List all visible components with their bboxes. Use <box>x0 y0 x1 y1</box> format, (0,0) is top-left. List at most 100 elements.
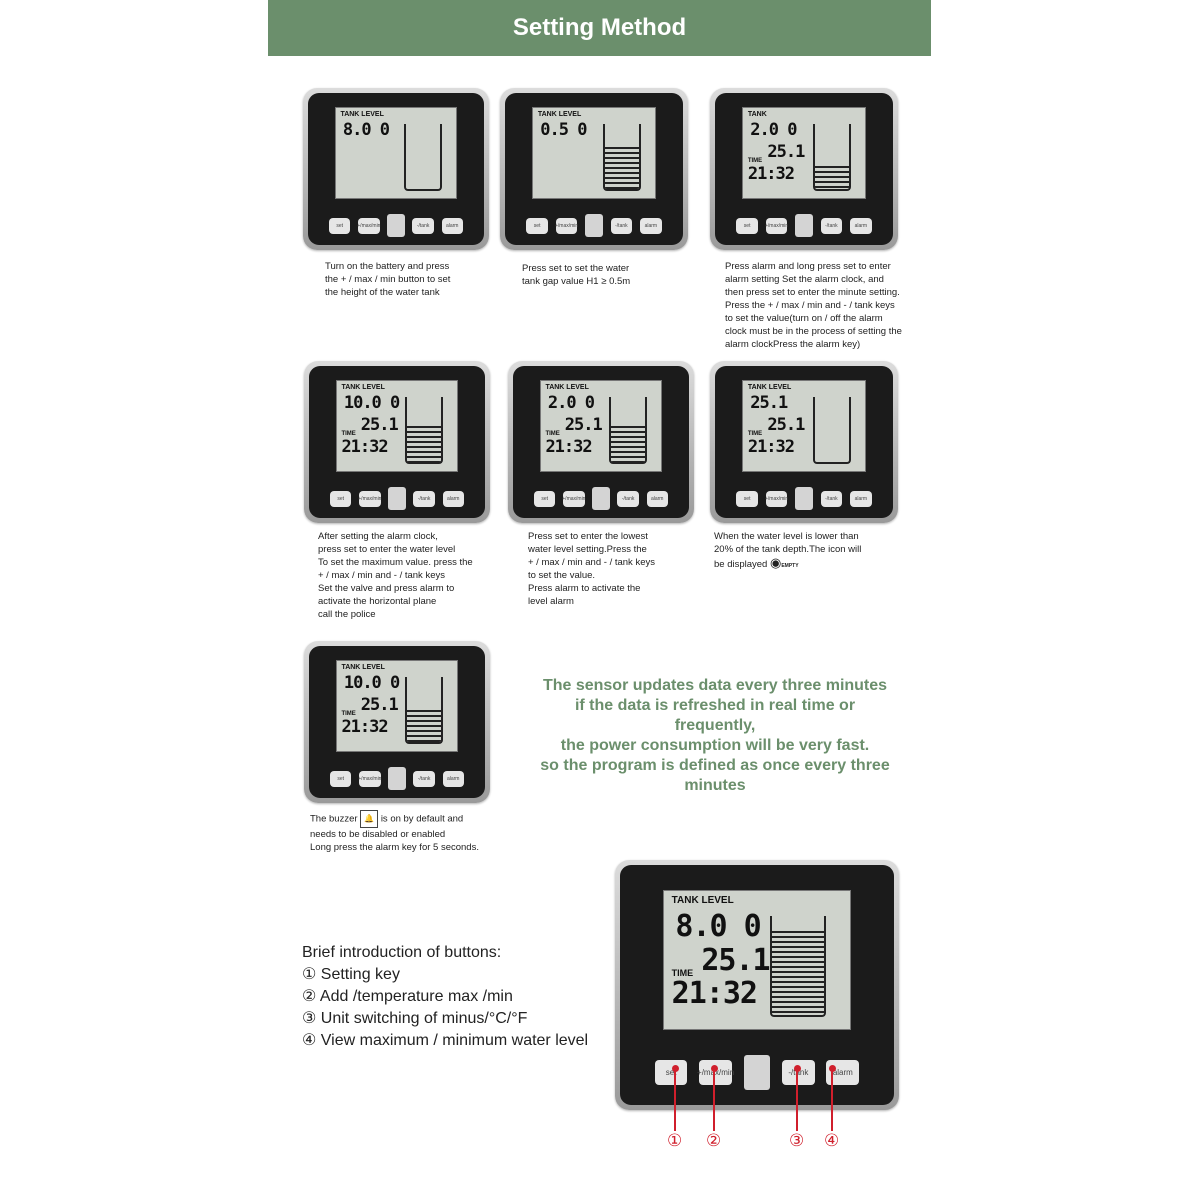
lcd-row-3: 21:32 <box>545 436 592 457</box>
caption-line: water level setting.Press the <box>528 544 647 555</box>
set-button[interactable]: set <box>654 1060 688 1085</box>
maxmin-button[interactable]: +/max/min <box>555 217 578 234</box>
maxmin-button[interactable]: +/max/min <box>562 490 585 507</box>
tank-button[interactable]: -/tank <box>413 770 435 787</box>
notice-line: minutes <box>684 777 746 794</box>
lcd-row-1: 10.0 0 <box>343 673 400 694</box>
page-header: Setting Method <box>268 0 931 56</box>
caption-line: press set to enter the water level <box>318 544 456 555</box>
lcd-row-3: 21:32 <box>747 436 795 457</box>
lcd-row-2: 25.1 <box>701 943 770 979</box>
set-button[interactable]: set <box>330 490 352 507</box>
caption-line: Press set to enter the lowest <box>528 531 648 542</box>
set-button[interactable]: set <box>329 217 351 234</box>
time-label: TIME <box>671 968 694 978</box>
bell-icon: 🔔 <box>360 810 379 828</box>
tank-button[interactable]: -/tank <box>610 217 633 234</box>
center-button[interactable] <box>743 1055 771 1090</box>
alarm-button[interactable]: alarm <box>640 217 662 234</box>
alarm-button[interactable]: alarm <box>441 217 463 234</box>
tank-button[interactable]: -/tank <box>782 1060 815 1085</box>
tank-button[interactable]: -/tank <box>820 490 843 507</box>
center-button[interactable] <box>592 487 610 511</box>
set-button[interactable]: set <box>526 217 548 234</box>
lcd-row-1: 10.0 0 <box>343 393 400 414</box>
set-button[interactable]: set <box>534 490 556 507</box>
caption-line: Long press the alarm key for 5 seconds. <box>310 842 479 853</box>
caption-4: After setting the alarm clock, press set … <box>318 530 508 621</box>
alarm-button[interactable]: alarm <box>646 490 668 507</box>
page-title: Setting Method <box>512 14 687 41</box>
lcd-row-1: 25.1 <box>750 393 788 414</box>
water-level <box>407 426 442 462</box>
notice-line: frequently, <box>674 717 756 734</box>
caption-5: Press set to enter the lowest water level… <box>528 530 708 608</box>
water-level <box>611 426 646 462</box>
maxmin-button[interactable]: +/max/min <box>357 217 380 234</box>
lcd-row-1: 8.0 0 <box>342 120 390 141</box>
set-button[interactable]: set <box>736 217 758 234</box>
caption-line: call the police <box>318 609 376 620</box>
tank-button[interactable]: -/tank <box>820 217 843 234</box>
lcd-row-3: 21:32 <box>341 436 388 457</box>
center-button[interactable] <box>795 487 813 511</box>
notice-line: if the data is refreshed in real time or <box>574 697 856 714</box>
lcd-row-3: 21:32 <box>671 976 758 1012</box>
set-button[interactable]: set <box>330 770 352 787</box>
lcd-row-2: 25.1 <box>767 415 805 436</box>
center-button[interactable] <box>795 214 813 238</box>
lcd-row-1: 2.0 0 <box>547 393 595 414</box>
caption-line: tank gap value H1 ≥ 0.5m <box>522 276 631 287</box>
time-label: TIME <box>747 158 763 165</box>
tank-button[interactable]: -/tank <box>617 490 639 507</box>
lcd-label: TANK LEVEL <box>671 895 734 907</box>
maxmin-button[interactable]: +/max/min <box>697 1060 734 1085</box>
caption-line: be displayed <box>714 559 768 571</box>
tank-icon <box>769 915 826 1017</box>
lcd-row-2: 25.1 <box>360 695 399 716</box>
center-button[interactable] <box>387 214 405 238</box>
maxmin-button[interactable]: +/max/min <box>358 770 381 787</box>
center-button[interactable] <box>585 214 603 238</box>
lcd-label: TANK LEVEL <box>341 384 385 392</box>
time-label: TIME <box>747 431 763 438</box>
intro-title: Brief introduction of buttons: <box>302 944 502 961</box>
alarm-button[interactable]: alarm <box>442 490 464 507</box>
maxmin-button[interactable]: +/max/min <box>765 490 788 507</box>
tank-button[interactable]: -/tank <box>412 217 434 234</box>
lcd-label: TANK LEVEL <box>537 111 582 119</box>
lcd-row-3: 21:32 <box>341 716 388 737</box>
tank-icon <box>602 124 641 191</box>
alarm-button[interactable]: alarm <box>850 217 872 234</box>
lcd-row-2: 25.1 <box>767 142 805 163</box>
alarm-button[interactable]: alarm <box>850 490 872 507</box>
caption-line: After setting the alarm clock, <box>318 531 438 542</box>
set-button[interactable]: set <box>736 490 758 507</box>
intro-item: ③ Unit switching of minus/°C/°F <box>302 1010 528 1027</box>
center-button[interactable] <box>388 487 406 511</box>
tank-button[interactable]: -/tank <box>413 490 435 507</box>
lcd-row-3: 21:32 <box>747 163 795 184</box>
lcd-label: TANK LEVEL <box>545 384 589 392</box>
lcd-row-2: 25.1 <box>564 415 603 436</box>
caption-line: Press alarm to activate the <box>528 583 641 594</box>
center-button[interactable] <box>388 767 406 791</box>
water-level <box>604 146 639 189</box>
maxmin-button[interactable]: +/max/min <box>358 490 381 507</box>
alarm-button[interactable]: alarm <box>442 770 464 787</box>
marker-label: ② <box>706 1131 722 1151</box>
maxmin-button[interactable]: +/max/min <box>765 217 788 234</box>
notice-line: The sensor updates data every three minu… <box>542 677 888 694</box>
water-level <box>814 166 849 189</box>
caption-line: alarm setting Set the alarm clock, and <box>725 274 884 285</box>
